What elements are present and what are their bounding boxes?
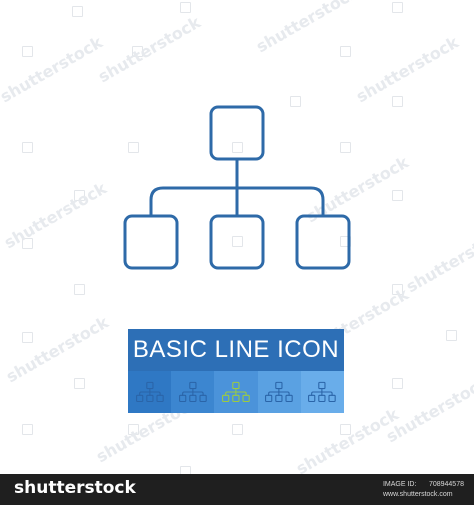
hierarchy-right-node xyxy=(285,394,293,403)
hierarchy-branch-line xyxy=(138,391,161,396)
hierarchy-top-node xyxy=(275,381,283,390)
watermark-square xyxy=(290,96,301,107)
watermark-square xyxy=(128,424,139,435)
hierarchy-middle-node xyxy=(275,394,283,403)
icon-variant xyxy=(300,371,345,413)
hierarchy-icon xyxy=(265,381,293,403)
hierarchy-icon xyxy=(308,381,337,403)
hierarchy-middle-node xyxy=(232,394,240,403)
hierarchy-icon xyxy=(123,105,351,270)
watermark-text: shutterstock xyxy=(352,32,462,107)
hierarchy-right-node xyxy=(295,214,351,270)
banner-title: BASIC LINE ICON xyxy=(128,329,344,371)
icon-variant xyxy=(128,371,172,413)
hierarchy-left-node xyxy=(123,214,179,270)
watermark-text: shutterstock xyxy=(0,178,110,253)
hierarchy-right-node xyxy=(156,394,164,403)
watermark-square xyxy=(392,96,403,107)
watermark-text: shutterstock xyxy=(94,12,204,87)
hierarchy-branch-line xyxy=(311,391,334,396)
watermark-square xyxy=(22,424,33,435)
hierarchy-middle-node xyxy=(145,394,154,403)
shutterstock-logo: shutterstock xyxy=(14,478,136,498)
image-id-value: 708944578 xyxy=(428,481,464,488)
watermark-square xyxy=(74,284,85,295)
hierarchy-branch-line xyxy=(225,391,247,396)
hierarchy-branch-line xyxy=(149,186,325,218)
hierarchy-middle-node xyxy=(209,214,265,270)
image-id-label: IMAGE ID: xyxy=(382,481,417,488)
watermark-square xyxy=(340,46,351,57)
watermark-text: shutterstock xyxy=(292,404,402,479)
watermark-square xyxy=(22,142,33,153)
hierarchy-top-node xyxy=(145,381,154,390)
hierarchy-top-node xyxy=(189,381,197,390)
hierarchy-branch-line xyxy=(268,391,290,396)
watermark-text: shutterstock xyxy=(2,312,112,387)
icon-variant xyxy=(171,371,215,413)
hierarchy-icon xyxy=(135,381,164,403)
watermark-square xyxy=(74,190,85,201)
footer-bar: shutterstock IMAGE ID: 708944578 www.shut… xyxy=(0,474,474,505)
watermark-square xyxy=(446,330,457,341)
icon-variant xyxy=(257,371,301,413)
watermark-square xyxy=(340,424,351,435)
hierarchy-top-node xyxy=(232,381,240,390)
watermark-square xyxy=(392,378,403,389)
hierarchy-left-node xyxy=(308,394,316,403)
watermark-square xyxy=(392,2,403,13)
hierarchy-top-node xyxy=(318,381,326,390)
hierarchy-right-node xyxy=(242,394,250,403)
watermark-square xyxy=(22,238,33,249)
watermark-square xyxy=(180,2,191,13)
hierarchy-top-node xyxy=(209,105,265,161)
icon-variant-strip xyxy=(128,371,345,413)
watermark-square xyxy=(392,190,403,201)
watermark-square xyxy=(232,424,243,435)
hierarchy-right-node xyxy=(328,394,337,403)
watermark-text: shutterstock xyxy=(402,222,474,297)
hierarchy-icon xyxy=(178,381,207,403)
image-canvas: shutterstock shutterstock shutterstock s… xyxy=(0,0,474,478)
hierarchy-left-node xyxy=(178,394,187,403)
hierarchy-icon xyxy=(222,381,250,403)
watermark-square xyxy=(232,142,243,153)
watermark-square xyxy=(72,6,83,17)
watermark-square xyxy=(22,332,33,343)
hierarchy-middle-node xyxy=(318,394,326,403)
icon-variant xyxy=(214,371,258,413)
hierarchy-left-node xyxy=(135,394,143,403)
hierarchy-branch-line xyxy=(181,391,204,396)
watermark-square xyxy=(340,142,351,153)
hierarchy-right-node xyxy=(199,394,207,403)
watermark-square xyxy=(128,142,139,153)
watermark-square xyxy=(132,46,143,57)
hierarchy-left-node xyxy=(265,394,273,403)
basic-line-icon-banner: BASIC LINE ICON xyxy=(128,329,345,413)
watermark-square xyxy=(74,378,85,389)
watermark-square xyxy=(232,236,243,247)
hierarchy-middle-node xyxy=(189,394,197,403)
watermark-text: shutterstock xyxy=(0,32,106,107)
image-id-block: IMAGE ID: 708944578 www.shutterstock.com xyxy=(383,480,464,500)
hierarchy-left-node xyxy=(222,394,230,403)
watermark-square xyxy=(392,284,403,295)
watermark-square xyxy=(22,46,33,57)
site-url: www.shutterstock.com xyxy=(382,491,453,498)
